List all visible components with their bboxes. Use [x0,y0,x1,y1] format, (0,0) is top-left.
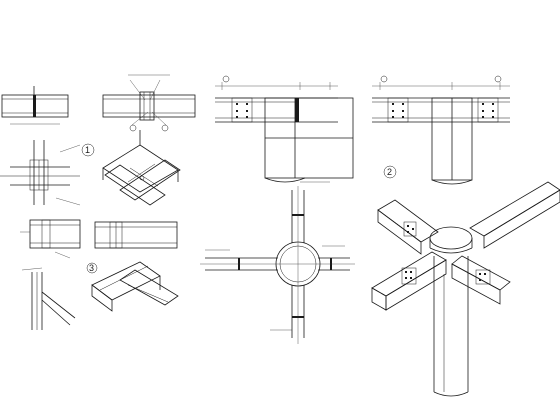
beam-elevation-small-b [102,74,196,132]
brace-elevation [21,267,76,330]
column-cross-plan [0,140,81,206]
isometric-pipe-column-joint [371,181,560,397]
callout-1: 1 [81,143,95,157]
callout-3-label: 3 [89,263,94,273]
callout-2-label: 2 [387,167,392,177]
beam-to-pipe-column-elevation-b [372,75,510,185]
callout-3: 3 [86,262,98,274]
beam-splice-elevation [94,221,178,249]
isometric-beam-cross-joint [102,130,181,206]
bracket-elevation [20,219,81,259]
callout-1-label: 1 [85,145,90,155]
callout-2: 2 [383,165,397,179]
beam-to-pipe-column-elevation-a [215,75,354,183]
pipe-column-four-beam-plan [200,186,355,344]
isometric-brace-joint [91,261,179,312]
beam-elevation-small-a [1,86,69,125]
